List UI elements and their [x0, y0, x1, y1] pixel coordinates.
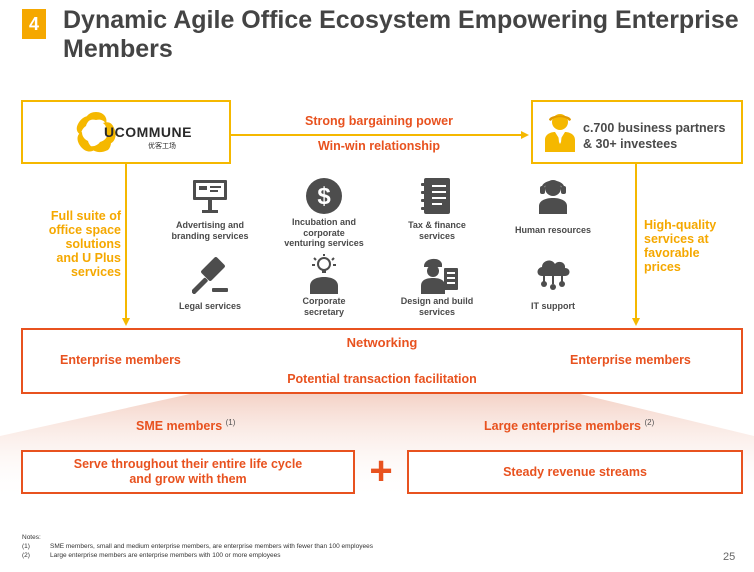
service-label-hr: Human resources [500, 225, 606, 236]
page-number: 25 [723, 551, 736, 563]
service-label-secretary: Corporate secretary [270, 296, 378, 317]
service-label-line: Advertising and [175, 220, 244, 230]
large-note-ref: (2) [644, 418, 655, 427]
service-label-line: branding services [171, 230, 249, 241]
serve-line2: and grow with them [129, 472, 247, 486]
ucommune-logo-box [21, 100, 231, 164]
enterprise-members-left: Enterprise members [60, 353, 181, 367]
page-title: Dynamic Agile Office Ecosystem Empowerin… [63, 6, 739, 63]
networking-title: Networking [346, 335, 418, 350]
service-label-line: corporate [303, 227, 345, 238]
win-win-label: Win-win relationship [317, 139, 441, 153]
service-label-line: Incubation and [292, 217, 356, 227]
serve-line1: Serve throughout their entire life cycle [73, 457, 303, 471]
sme-members-label: SME members (1) [136, 418, 235, 433]
logo-chinese-name: 优客工场 [148, 143, 176, 150]
idea-person-icon [310, 254, 338, 294]
ucommune-logo-icon [76, 112, 116, 153]
service-label-legal: Legal services [160, 301, 260, 312]
networking-box [21, 328, 743, 394]
right-side-line: services at [644, 232, 709, 246]
partners-box [531, 100, 743, 164]
service-label-line: venturing services [284, 238, 364, 248]
right-side-line: favorable [644, 246, 700, 260]
partners-line2: & 30+ investees [583, 137, 678, 151]
large-members-text: Large enterprise members [484, 419, 642, 434]
service-label-line: Human resources [514, 225, 592, 235]
builder-icon [421, 258, 458, 294]
footnote-number: (2) [22, 552, 30, 559]
service-label-line: services [418, 230, 456, 241]
footnote-1: (1) SME members, small and medium enterpr… [22, 542, 373, 551]
cloud-network-icon [537, 260, 570, 290]
service-label-line: Legal services [178, 301, 242, 311]
headset-person-icon [539, 180, 567, 214]
steady-revenue-box: Steady revenue streams [407, 450, 743, 494]
left-side-line: and U Plus [56, 251, 121, 265]
plus-icon: + [369, 449, 393, 493]
service-label-line: Tax & finance [408, 220, 466, 230]
service-label-design: Design and build services [386, 296, 488, 317]
notes-heading: Notes: [22, 534, 41, 541]
enterprise-members-right: Enterprise members [570, 353, 691, 367]
left-side-label: Full suite of office space solutions and… [20, 209, 121, 279]
right-side-line: prices [644, 260, 681, 274]
right-side-label: High-quality services at favorable price… [644, 218, 744, 274]
bargaining-power-label: Strong bargaining power [305, 114, 453, 128]
steady-revenue-text: Steady revenue streams [503, 464, 647, 479]
footnote-text: Large enterprise members are enterprise … [50, 552, 281, 559]
service-label-it: IT support [500, 301, 606, 312]
right-side-line: High-quality [644, 218, 717, 232]
left-side-line: office space [48, 223, 121, 237]
partners-line1: c.700 business partners [583, 121, 726, 135]
left-side-line: Full suite of [50, 209, 121, 223]
dollar-icon: $ [306, 178, 342, 214]
transaction-facilitation-label: Potential transaction facilitation [287, 372, 477, 386]
billboard-icon [193, 180, 227, 213]
footnote-text: SME members, small and medium enterprise… [50, 543, 373, 550]
partners-text: c.700 business partners & 30+ investees [583, 120, 725, 152]
footnote-number: (1) [22, 543, 30, 550]
service-label-line: Corporate [302, 296, 346, 306]
left-side-line: services [70, 265, 121, 279]
left-side-line: solutions [65, 237, 121, 251]
service-label-advertising: Advertising and branding services [160, 220, 260, 241]
gavel-icon [192, 257, 228, 294]
logo-wordmark: UCOMMUNE [104, 124, 192, 140]
service-label-line: Design and build [400, 296, 474, 306]
sme-members-text: SME members [136, 419, 223, 434]
service-label-line: services [418, 306, 456, 317]
business-person-icon [545, 114, 575, 152]
serve-lifecycle-text: Serve throughout their entire life cycle… [74, 457, 303, 487]
service-label-incubation: Incubation and corporate venturing servi… [270, 217, 378, 249]
svg-text:$: $ [317, 183, 331, 210]
service-label-line: secretary [303, 306, 345, 317]
notebook-icon [421, 178, 450, 214]
service-label-line: IT support [531, 301, 575, 311]
sme-note-ref: (1) [225, 418, 236, 427]
serve-lifecycle-box: Serve throughout their entire life cycle… [21, 450, 355, 494]
footnotes: Notes: (1) SME members, small and medium … [22, 533, 373, 560]
large-members-label: Large enterprise members (2) [484, 418, 654, 433]
section-number-badge: 4 [22, 9, 46, 39]
footnote-2: (2) Large enterprise members are enterpri… [22, 551, 373, 560]
service-label-tax: Tax & finance services [386, 220, 488, 241]
